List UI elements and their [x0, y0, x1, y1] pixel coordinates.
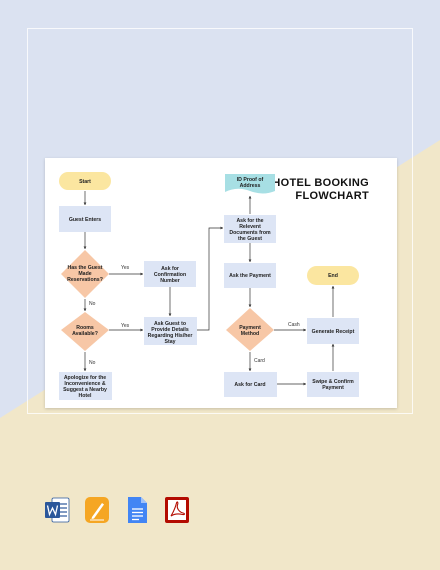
node-guest-enters-label: Guest Enters — [69, 217, 101, 223]
pages-icon[interactable] — [84, 496, 110, 524]
google-docs-icon[interactable] — [124, 496, 150, 524]
node-ask-card: Ask for Card — [224, 372, 277, 397]
node-guest-enters: Guest Enters — [59, 206, 111, 232]
node-provide-details-line2: Provide Details — [151, 327, 189, 333]
node-id-proof-line2: Address — [240, 183, 261, 189]
node-apologize-line1: Apologize for the — [64, 375, 106, 381]
edge-label-yes-1: Yes — [121, 265, 130, 271]
app-icons — [44, 496, 190, 526]
node-ask-payment: Ask the Payment — [224, 263, 276, 288]
node-ask-confirmation-line3: Number — [160, 278, 180, 284]
node-made-reservations-line1: Has the Guest — [68, 265, 103, 271]
node-made-reservations: Has the Guest Made Reservations? — [61, 250, 109, 298]
title-line1: HOTEL BOOKING — [272, 177, 369, 189]
node-generate-receipt: Generate Receipt — [307, 318, 359, 344]
node-end: End — [307, 266, 359, 285]
node-ask-documents-line2: Relevent — [239, 224, 261, 230]
node-ask-confirmation-line2: Confirmation — [154, 272, 186, 278]
title-line2: FLOWCHART — [295, 190, 369, 202]
node-provide-details-line3: Regarding His/her — [148, 333, 193, 339]
node-provide-details: Ask Guest to Provide Details Regarding H… — [144, 317, 197, 345]
node-id-proof: ID Proof of Address — [225, 174, 275, 194]
node-ask-documents-line3: Documents from — [229, 230, 271, 236]
node-rooms-available-line2: Available? — [72, 331, 98, 337]
word-icon[interactable] — [44, 496, 70, 524]
node-payment-method: Payment Method — [226, 308, 274, 351]
node-made-reservations-line2: Made — [78, 271, 91, 277]
node-swipe-confirm: Swipe & Confirm Payment — [307, 372, 359, 397]
decorative-frame — [27, 28, 413, 414]
edge-label-cash: Cash — [288, 322, 300, 328]
node-apologize: Apologize for the Inconvenience & Sugges… — [59, 372, 112, 400]
node-start: Start — [59, 172, 111, 190]
node-generate-receipt-label: Generate Receipt — [312, 329, 355, 335]
node-apologize-line4: Hotel — [79, 393, 93, 399]
node-swipe-confirm-line2: Payment — [322, 385, 344, 391]
edge-label-no-2: No — [89, 360, 96, 366]
edge-label-card: Card — [254, 358, 265, 364]
edge-label-no-1: No — [89, 301, 96, 307]
node-payment-method-line2: Method — [241, 331, 259, 337]
node-end-label: End — [328, 273, 338, 279]
connectors — [83, 191, 335, 386]
node-rooms-available: Rooms Available? — [61, 312, 109, 351]
node-apologize-line2: Inconvenience & — [64, 381, 105, 387]
node-made-reservations-line3: Reservations? — [67, 277, 103, 283]
node-ask-documents-line4: the Guest — [238, 236, 262, 242]
node-provide-details-line4: Stay — [165, 339, 176, 345]
node-rooms-available-line1: Rooms — [76, 325, 94, 331]
node-ask-card-label: Ask for Card — [234, 382, 265, 388]
flowchart: HOTEL BOOKING FLOWCHART Yes No Yes No Ca… — [59, 172, 369, 400]
node-id-proof-line1: ID Proof of — [237, 177, 264, 183]
node-provide-details-line1: Ask Guest to — [154, 321, 186, 327]
node-ask-payment-label: Ask the Payment — [229, 273, 271, 279]
node-ask-documents-line1: Ask for the — [236, 218, 263, 224]
node-apologize-line3: Suggest a Nearby — [63, 387, 107, 393]
node-swipe-confirm-line1: Swipe & Confirm — [312, 379, 354, 385]
edge-label-yes-2: Yes — [121, 323, 130, 329]
node-ask-confirmation-line1: Ask for — [161, 266, 179, 272]
node-ask-documents: Ask for the Relevent Documents from the … — [224, 215, 276, 243]
pdf-icon[interactable] — [164, 496, 190, 524]
node-ask-confirmation: Ask for Confirmation Number — [144, 261, 196, 287]
node-start-label: Start — [79, 179, 91, 185]
edge-details-documents — [197, 226, 224, 331]
node-payment-method-line1: Payment — [239, 325, 261, 331]
